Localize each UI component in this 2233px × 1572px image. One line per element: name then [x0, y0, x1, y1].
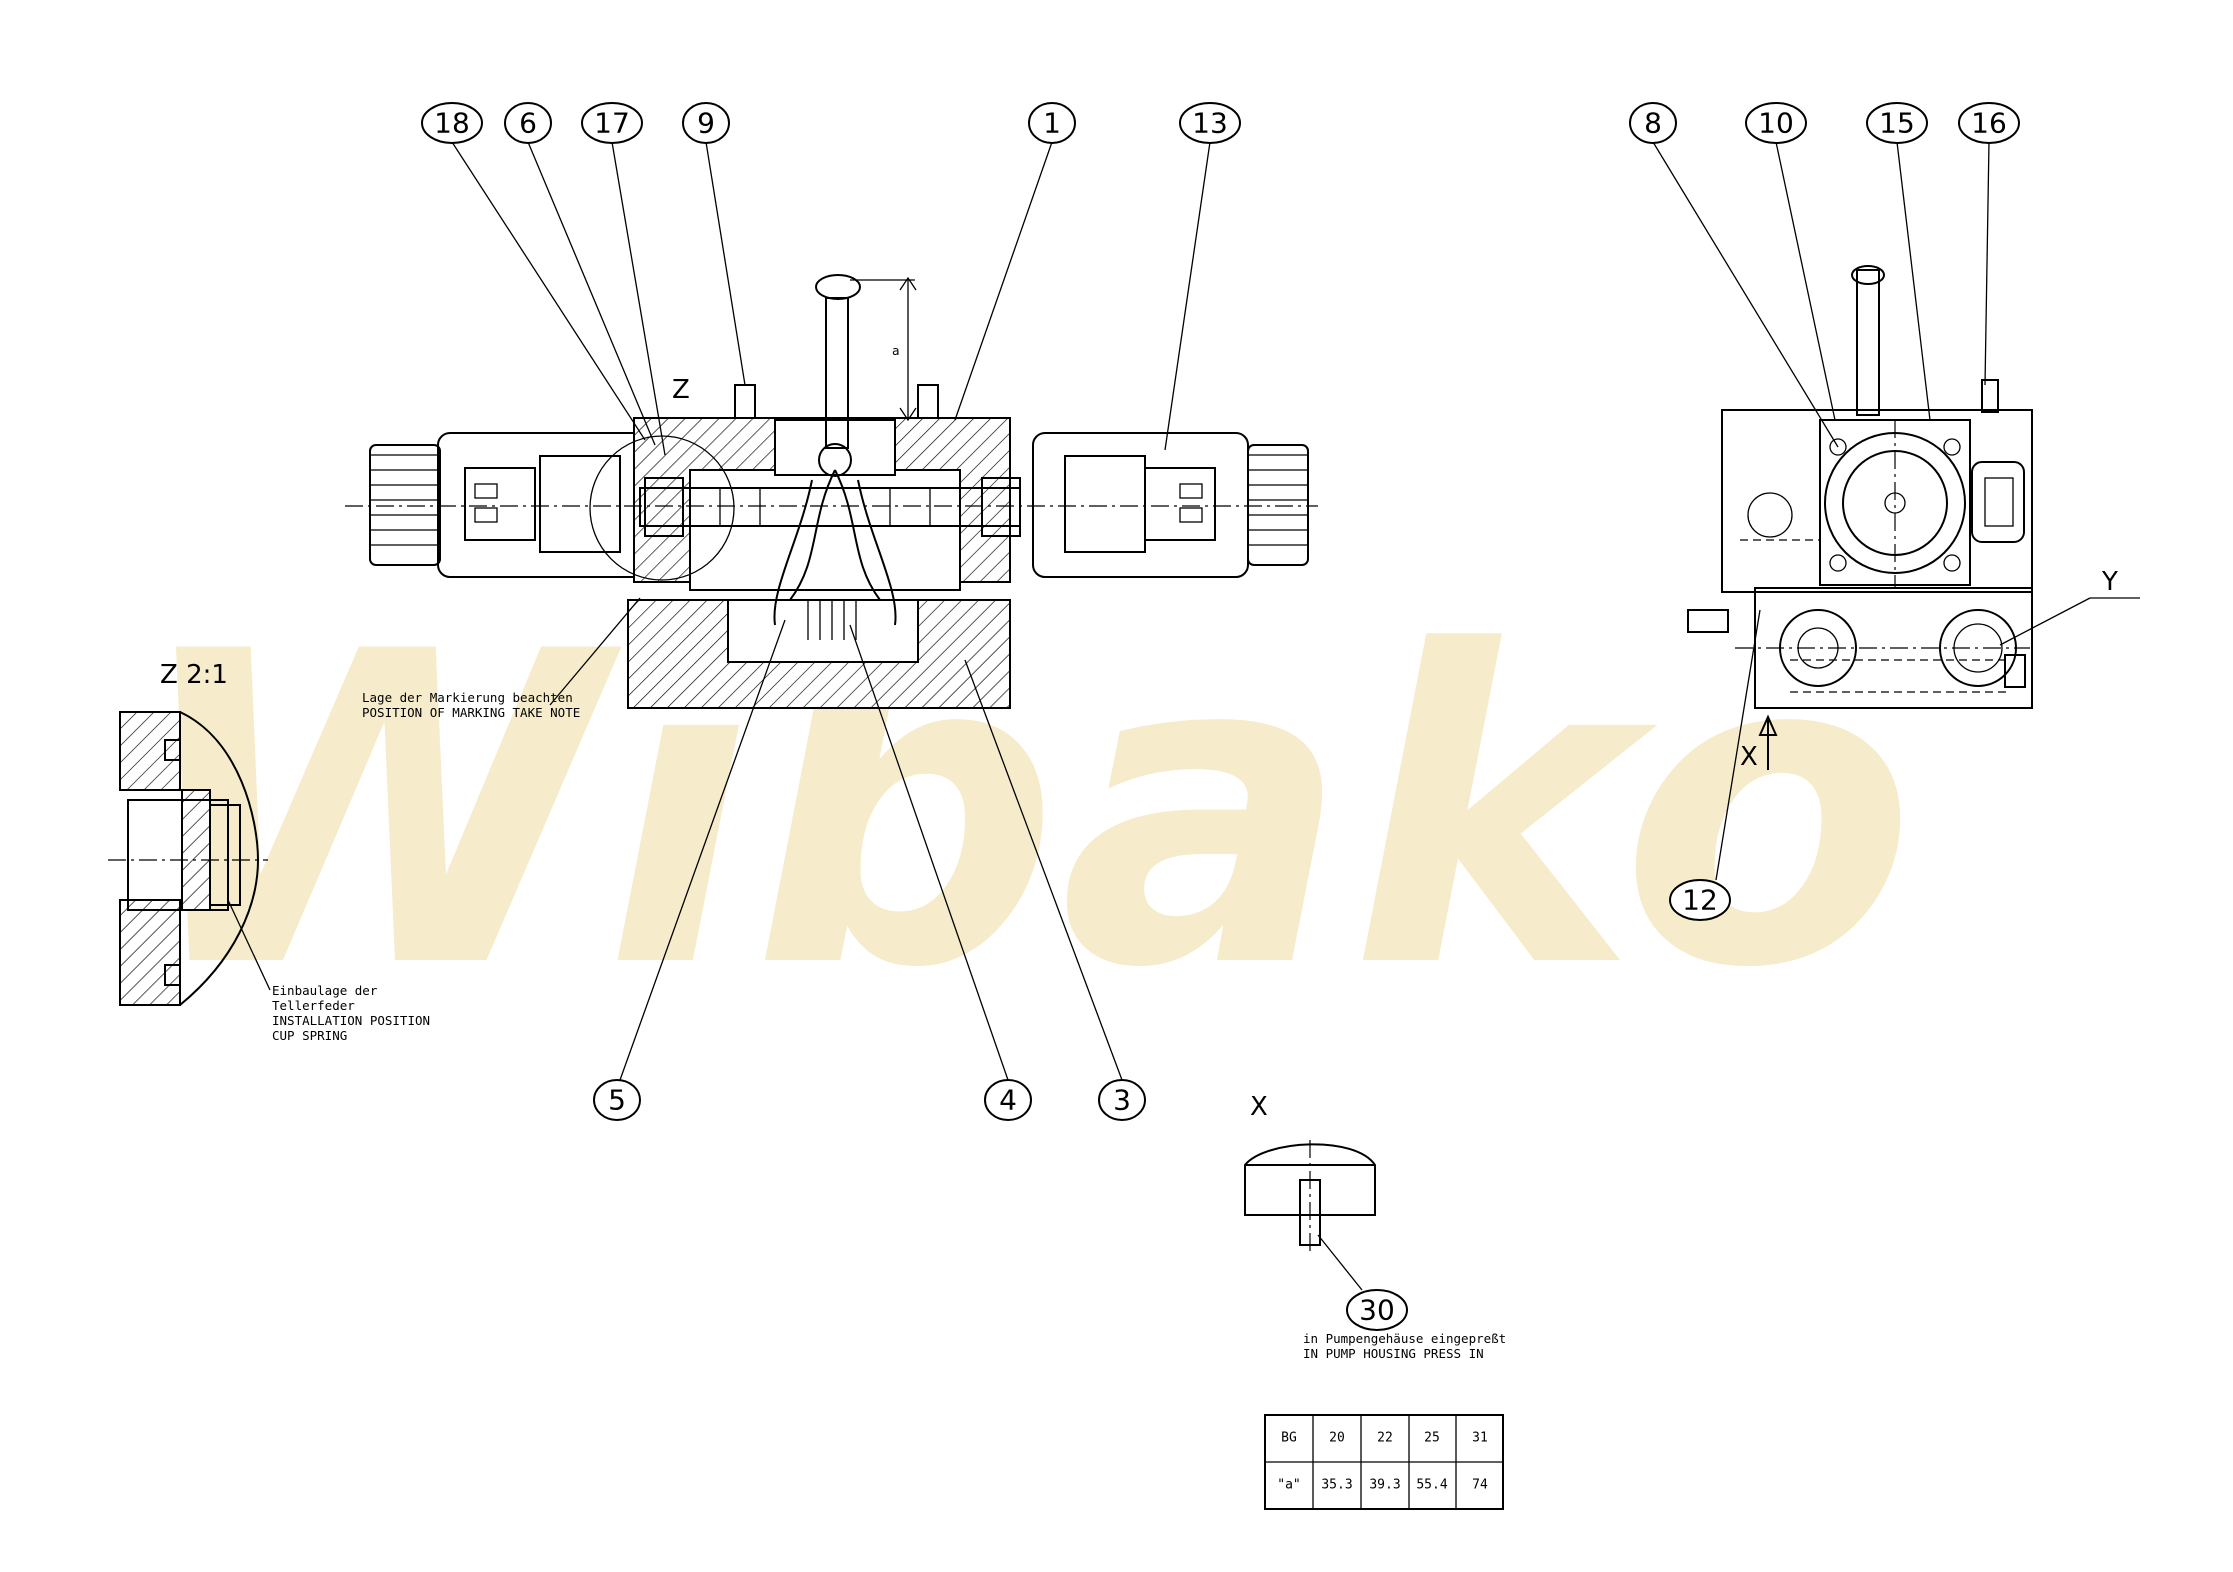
balloon-15: 15 [1866, 102, 1928, 144]
detail-z-title: Z 2:1 [160, 660, 228, 690]
svg-text:15: 15 [1879, 107, 1915, 140]
balloon-12: 12 [1669, 879, 1731, 921]
table-value-cell: "a" [1277, 1478, 1300, 1493]
main-section-view: a Z [345, 274, 1318, 709]
view-x-marker: X [1740, 742, 1758, 772]
press-note-de: in Pumpengehäuse eingepreßt [1303, 1331, 1506, 1346]
svg-text:18: 18 [434, 107, 470, 140]
leader-lines [451, 141, 1990, 1081]
balloon-30: 30 [1346, 1289, 1408, 1331]
svg-text:13: 13 [1192, 107, 1228, 140]
install-note-en-1: INSTALLATION POSITION [272, 1013, 430, 1028]
balloon-17: 17 [581, 102, 643, 144]
table-header-cell: 20 [1329, 1431, 1345, 1446]
balloon-4: 4 [984, 1079, 1032, 1121]
svg-text:16: 16 [1971, 107, 2007, 140]
svg-text:10: 10 [1758, 107, 1794, 140]
svg-text:4: 4 [999, 1084, 1017, 1117]
table-value-cell: 39.3 [1369, 1478, 1400, 1493]
marking-note-de: Lage der Markierung beachten [362, 690, 573, 705]
side-view: X Y [1687, 265, 2140, 772]
svg-text:5: 5 [608, 1084, 626, 1117]
table-header-cell: 31 [1472, 1431, 1488, 1446]
watermark: Wibako [130, 562, 1916, 1062]
marking-note: Lage der Markierung beachten POSITION OF… [362, 597, 641, 720]
svg-text:8: 8 [1644, 107, 1662, 140]
size-table: BG 20 22 25 31 "a" 35.3 39.3 55.4 74 [1264, 1414, 1504, 1510]
balloon-8: 8 [1629, 102, 1677, 144]
install-note-en-2: CUP SPRING [272, 1028, 347, 1043]
svg-text:30: 30 [1359, 1294, 1395, 1327]
svg-text:3: 3 [1113, 1084, 1131, 1117]
dimension-a-label: a [892, 343, 900, 358]
balloon-13: 13 [1179, 102, 1241, 144]
svg-text:1: 1 [1043, 107, 1061, 140]
balloon-5: 5 [593, 1079, 641, 1121]
balloon-3: 3 [1098, 1079, 1146, 1121]
install-note-de-2: Tellerfeder [272, 998, 355, 1013]
detail-z-marker: Z [672, 375, 690, 405]
balloon-10: 10 [1745, 102, 1807, 144]
balloon-6: 6 [504, 102, 552, 144]
balloon-18: 18 [421, 102, 483, 144]
table-header-cell: 22 [1377, 1431, 1393, 1446]
svg-text:17: 17 [594, 107, 630, 140]
marking-note-en: POSITION OF MARKING TAKE NOTE [362, 705, 580, 720]
svg-text:9: 9 [697, 107, 715, 140]
table-header-cell: 25 [1424, 1431, 1440, 1446]
install-note-de-1: Einbaulage der [272, 983, 378, 998]
svg-text:12: 12 [1682, 884, 1718, 917]
press-note-en: IN PUMP HOUSING PRESS IN [1303, 1346, 1484, 1361]
y-marker: Y [2101, 567, 2118, 597]
balloon-1: 1 [1028, 102, 1076, 144]
balloon-9: 9 [682, 102, 730, 144]
balloons: 18 6 17 9 1 13 8 10 15 16 12 5 4 3 30 [421, 102, 2020, 1331]
table-value-cell: 35.3 [1321, 1478, 1352, 1493]
view-x: X in Pumpengehäuse eingepreßt IN PUMP HO… [1244, 1092, 1506, 1361]
view-x-title: X [1250, 1092, 1268, 1122]
svg-text:6: 6 [519, 107, 537, 140]
table-value-cell: 74 [1472, 1478, 1488, 1493]
balloon-16: 16 [1958, 102, 2020, 144]
detail-z: Z 2:1 Einbaulage der Tellerfeder INSTALL… [108, 660, 430, 1043]
table-value-cell: 55.4 [1416, 1478, 1447, 1493]
table-header-cell: BG [1281, 1431, 1297, 1446]
